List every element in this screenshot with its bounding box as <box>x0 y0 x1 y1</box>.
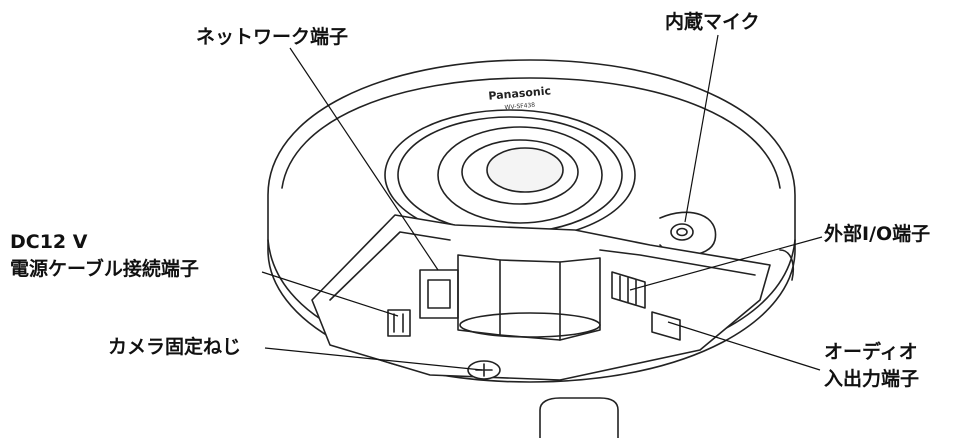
label-audio: オーディオ <box>824 341 918 363</box>
model-number: WV-SF438 <box>504 102 535 112</box>
label-dc12v: DC12 V <box>10 231 88 253</box>
leader-network <box>289 47 439 271</box>
label-dc12v-terminal: 電源ケーブル接続端子 <box>10 258 199 280</box>
label-external-io: 外部I/O端子 <box>824 223 931 245</box>
brand-logo: Panasonic <box>488 84 552 102</box>
leader-io <box>629 236 823 291</box>
label-audio-terminal: 入出力端子 <box>824 368 920 390</box>
front-tab <box>539 397 619 438</box>
lens-housing <box>437 126 603 224</box>
leader-mic <box>684 34 719 223</box>
audio-terminal <box>651 311 681 341</box>
leader-dc <box>261 271 399 317</box>
lens <box>486 147 564 193</box>
network-port <box>419 269 459 319</box>
label-network-terminal: ネットワーク端子 <box>196 26 349 48</box>
microphone-hole <box>670 223 694 241</box>
leader-audio <box>667 321 821 371</box>
leader-screw <box>264 347 483 371</box>
terminal-bay <box>311 214 771 381</box>
label-built-in-mic: 内蔵マイク <box>665 11 760 33</box>
label-camera-screw: カメラ固定ねじ <box>108 336 242 358</box>
